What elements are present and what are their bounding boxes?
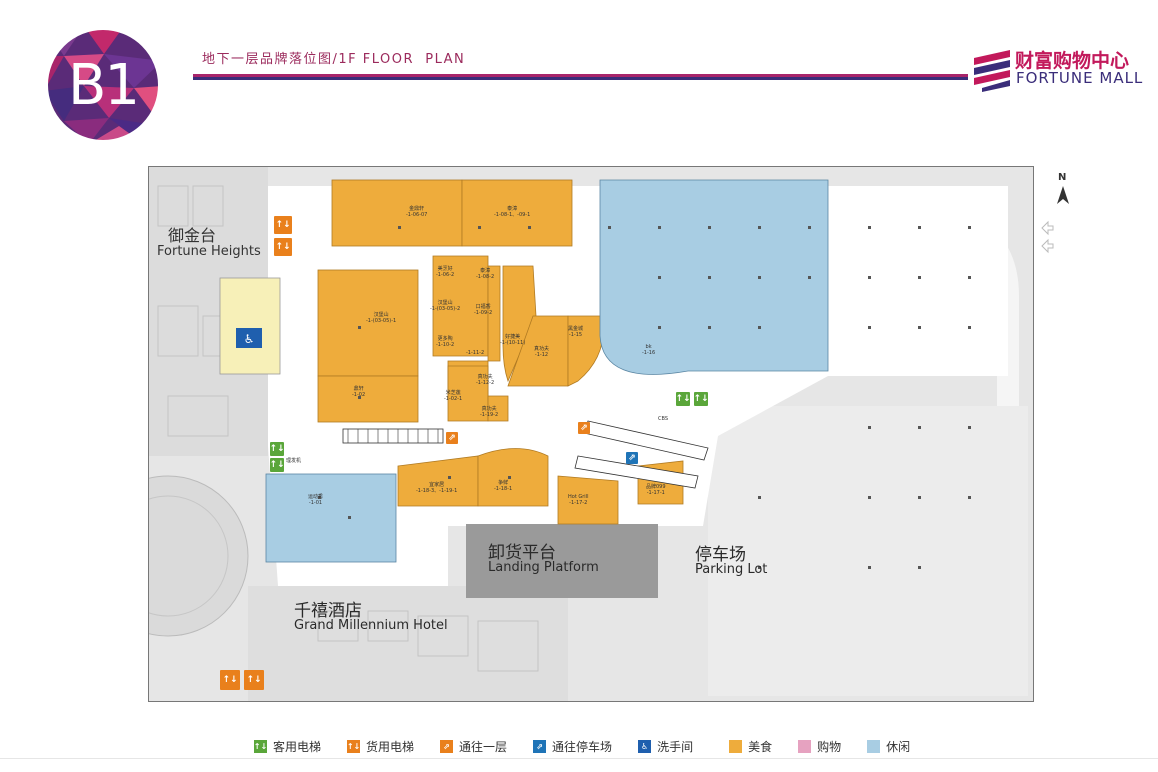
legend-to-parking: ⇗ 通往停车场 bbox=[533, 738, 612, 755]
area-label-parking-cn: 停车场 bbox=[695, 545, 746, 565]
unit-label: bk-1-16 bbox=[642, 344, 656, 356]
unit-label: 汉堡山-1-(03-05)-2 bbox=[430, 300, 461, 312]
area-label-landing-en: Landing Platform bbox=[488, 560, 599, 575]
cargo-elevator-icon: ↑↓ bbox=[346, 739, 361, 753]
legend-label: 货用电梯 bbox=[366, 739, 415, 754]
unit-label: 真功夫-1-12-2 bbox=[476, 374, 495, 386]
passenger-elevator-icon: ↑↓ bbox=[269, 458, 285, 472]
unit-label: 真功夫-1-12 bbox=[534, 346, 550, 358]
fortune-mall-logo-icon bbox=[974, 50, 1010, 92]
floor-badge-mosaic bbox=[46, 28, 160, 142]
unit-label: 汉堡山-1-(03-05)-1 bbox=[366, 312, 397, 324]
legend-leisure: 休闲 bbox=[867, 738, 910, 755]
unit-label: 泰漳-1-08-1、-09-1 bbox=[494, 206, 531, 218]
unit-label: 好捷美-1-(10-11) bbox=[500, 334, 526, 346]
unit-label: 鼎轩-1-02 bbox=[352, 386, 366, 398]
passenger-elevator-icon: ↑↓ bbox=[253, 739, 268, 753]
unit-label: 争鲜-1-18-1 bbox=[494, 480, 513, 492]
area-label-hotel-en: Grand Millennium Hotel bbox=[294, 618, 448, 633]
legend-label: 休闲 bbox=[886, 739, 911, 754]
unit-label: 金鼎轩-1-06-07 bbox=[406, 206, 428, 218]
north-label: N bbox=[1058, 172, 1067, 183]
unit-label: 理发机 bbox=[286, 458, 302, 464]
floor-plan-drawing: ♿ bbox=[148, 166, 1034, 702]
legend-label: 美食 bbox=[748, 739, 773, 754]
shopping-swatch bbox=[798, 739, 812, 753]
to-first-floor-icon: ⇗ bbox=[440, 739, 454, 753]
unit-label: 泰漳-1-08-2 bbox=[476, 268, 495, 280]
legend-label: 通往停车场 bbox=[552, 739, 613, 754]
floor-plan-map: ♿ bbox=[148, 166, 1034, 702]
page-title: 地下一层品牌落位图/1F FLOOR PLAN bbox=[202, 52, 466, 67]
legend-shopping: 购物 bbox=[798, 738, 841, 755]
legend-passenger-elevator: ↑↓ 客用电梯 bbox=[254, 738, 321, 755]
passenger-elevator-icon: ↑↓ bbox=[693, 392, 709, 406]
legend-to-first-floor: ⇗ 通往一层 bbox=[440, 738, 507, 755]
area-label-parking-en: Parking Lot bbox=[695, 562, 768, 577]
road-arrows-icon bbox=[1041, 220, 1054, 254]
food-swatch bbox=[729, 739, 743, 753]
bottom-divider bbox=[0, 758, 1158, 759]
cargo-elevator-icon: ↑↓ bbox=[220, 670, 240, 690]
area-label-fortune-heights-cn: 御金台 bbox=[168, 226, 217, 245]
to-parking-icon: ⇗ bbox=[533, 739, 547, 753]
unit-label: 真功夫-1-19-2 bbox=[480, 406, 499, 418]
to-first-floor-icon: ⇗ bbox=[446, 432, 458, 444]
legend-label: 购物 bbox=[817, 739, 842, 754]
area-label-fortune-heights-en: Fortune Heights bbox=[157, 244, 261, 259]
legend-label: 洗手间 bbox=[657, 739, 694, 754]
unit-label: Hot Grill-1-17-2 bbox=[568, 494, 589, 506]
cargo-elevator-icon: ↑↓ bbox=[274, 216, 292, 234]
floor-badge-label: B1 bbox=[67, 52, 140, 118]
unit-label: 米芝莲-1-02-1 bbox=[444, 390, 463, 402]
cargo-elevator-icon: ↑↓ bbox=[274, 238, 292, 256]
restroom-icon: ♿ bbox=[638, 739, 652, 753]
leisure-swatch bbox=[867, 739, 881, 753]
header-rule bbox=[193, 74, 968, 80]
legend-label: 客用电梯 bbox=[273, 739, 322, 754]
unit-label: 更多陶-1-10-2 bbox=[436, 336, 455, 348]
logo-english: FORTUNE MALL bbox=[1016, 69, 1144, 87]
unit-label: -1-11-2 bbox=[466, 350, 485, 356]
unit-label: 口福香-1-09-2 bbox=[474, 304, 493, 316]
to-first-floor-icon: ⇗ bbox=[578, 422, 590, 434]
unit-label: 运动秀-1-01 bbox=[308, 494, 324, 506]
area-label-hotel-cn: 千禧酒店 bbox=[294, 601, 362, 621]
legend-restroom: ♿ 洗手间 bbox=[638, 738, 693, 755]
area-label-landing-cn: 卸货平台 bbox=[488, 543, 556, 563]
cargo-elevator-icon: ↑↓ bbox=[244, 670, 264, 690]
to-parking-icon: ⇗ bbox=[626, 452, 638, 464]
legend-food: 美食 bbox=[729, 738, 772, 755]
unit-label: 品牌099-1-17-1 bbox=[646, 484, 666, 496]
north-arrow-icon bbox=[1057, 186, 1069, 204]
logo-chinese: 财富购物中心 bbox=[1015, 50, 1130, 72]
legend-cargo-elevator: ↑↓ 货用电梯 bbox=[347, 738, 414, 755]
floor-badge: B1 bbox=[44, 26, 162, 144]
unit-label: 美烹好-1-06-2 bbox=[436, 266, 455, 278]
unit-label: CBS bbox=[658, 416, 669, 422]
unit-label: 黑金城-1-15 bbox=[568, 326, 584, 338]
map-legend: ↑↓ 客用电梯 ↑↓ 货用电梯 ⇗ 通往一层 ⇗ 通往停车场 ♿ 洗手间 美食 … bbox=[254, 737, 936, 755]
unit-label: 宜家居-1-18-3、-1-19-1 bbox=[416, 482, 458, 494]
passenger-elevator-icon: ↑↓ bbox=[269, 442, 285, 456]
passenger-elevator-icon: ↑↓ bbox=[675, 392, 691, 406]
svg-text:♿: ♿ bbox=[244, 332, 255, 346]
legend-label: 通往一层 bbox=[459, 739, 508, 754]
